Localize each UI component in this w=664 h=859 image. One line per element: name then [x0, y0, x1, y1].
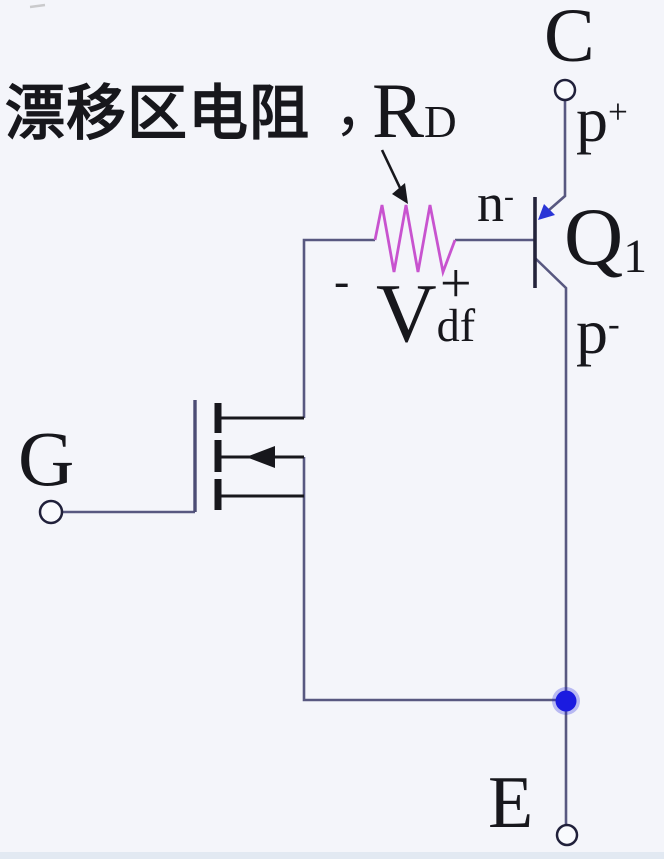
vdf-voltage-label: Vdf	[376, 272, 475, 356]
junction-dot	[555, 690, 577, 712]
drift-region-resistance-label: 漂移区电阻	[5, 79, 310, 149]
vdf-plus-polarity-label: +	[440, 253, 472, 315]
emitter-terminal-label: E	[488, 762, 534, 844]
n-minus-letter: n	[477, 173, 504, 233]
emitter-terminal-circle	[555, 823, 579, 847]
bjt-collector-wire	[534, 257, 568, 826]
rd-pointer-arrow-icon	[392, 183, 408, 204]
vdf-minus-polarity-label: -	[334, 255, 350, 306]
bottom-scan-band	[0, 852, 664, 859]
source-return-wire	[302, 457, 566, 702]
annotation-comma: ，	[334, 78, 393, 143]
p-plus-letter: p	[576, 84, 608, 155]
vdf-letter: V	[376, 267, 437, 360]
drain-riser-wire	[302, 238, 375, 418]
collector-terminal-label: C	[544, 0, 595, 78]
mosfet-body-arrow-icon	[246, 446, 275, 468]
transistor-q1-label: Q1	[564, 196, 647, 281]
bjt-emitter-arrow-icon	[538, 204, 555, 220]
vdf-subscript: df	[436, 300, 476, 351]
drift-resistor-zigzag-icon	[373, 204, 457, 278]
p-plus-sign: +	[608, 92, 628, 132]
p-plus-region-label: p+	[576, 88, 628, 152]
transistor-subscript: 1	[623, 231, 647, 284]
resistor-symbol-letter: R	[372, 67, 425, 154]
resistor-symbol-subscript: D	[424, 97, 457, 147]
n-minus-sign: -	[504, 181, 514, 214]
collector-terminal-circle	[553, 78, 577, 102]
n-minus-region-label: n-	[477, 176, 514, 230]
p-minus-sign: -	[608, 304, 620, 344]
p-minus-letter: p	[576, 296, 608, 367]
collector-terminal-wire	[548, 100, 567, 211]
p-minus-region-label: p-	[576, 300, 620, 364]
rd-pointer-line	[380, 149, 403, 191]
gate-terminal-label: G	[18, 415, 75, 502]
scan-artifact	[29, 3, 46, 9]
gate-terminal-circle	[38, 499, 64, 525]
transistor-letter: Q	[564, 191, 624, 282]
resistor-symbol-label: RD	[372, 72, 457, 150]
